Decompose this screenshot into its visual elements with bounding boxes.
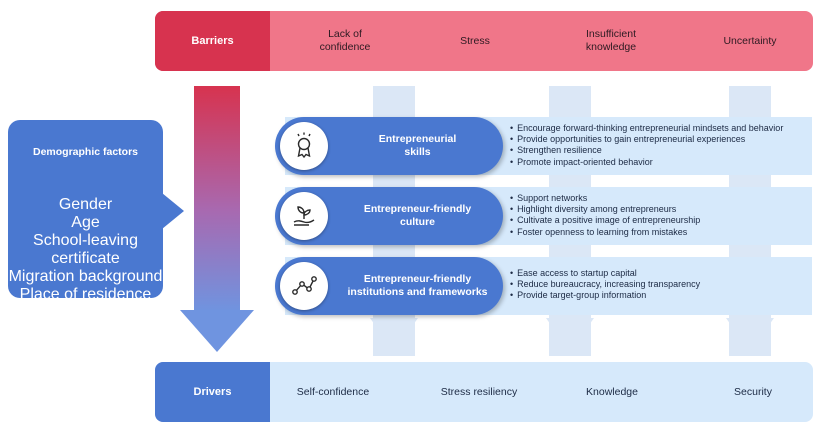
bullet-item: Strengthen resilience xyxy=(510,145,812,156)
demographic-item: Migration background xyxy=(8,268,163,285)
demographics-panel xyxy=(8,120,163,298)
bullet-item: Reduce bureaucracy, increasing transpare… xyxy=(510,279,812,290)
sprout-hand-icon xyxy=(280,192,328,240)
demographic-item: Age xyxy=(71,214,100,231)
barrier-item: Lack of confidence xyxy=(319,28,371,53)
bullet-item: Foster openness to learning from mistake… xyxy=(510,227,812,238)
bullet-item: Highlight diversity among entrepreneurs xyxy=(510,204,812,215)
network-icon xyxy=(280,262,328,310)
demographics-title: Demographic factors xyxy=(32,146,139,158)
row-title: Entrepreneur-friendly culture xyxy=(363,203,472,228)
bullet-item: Support networks xyxy=(510,193,812,204)
bullet-item: Provide target-group information xyxy=(510,290,812,301)
action-pill: Entrepreneurial skills xyxy=(275,117,503,175)
row-title: Entrepreneur-friendly institutions and f… xyxy=(347,273,488,298)
action-pill: Entrepreneur-friendly institutions and f… xyxy=(275,257,503,315)
drivers-label: Drivers xyxy=(155,362,270,422)
demographics-list: Gender Age School-leaving certificate Mi… xyxy=(8,196,163,304)
row-title: Entrepreneurial skills xyxy=(378,133,457,158)
bullet-item: Promote impact-oriented behavior xyxy=(510,157,812,168)
barrier-item: Insufficient knowledge xyxy=(585,28,637,53)
barrier-item: Uncertainty xyxy=(723,34,777,47)
barrier-to-driver-arrow xyxy=(180,86,254,352)
bullet-item: Cultivate a positive image of entreprene… xyxy=(510,215,812,226)
bullet-item: Encourage forward-thinking entrepreneuri… xyxy=(510,123,812,134)
row-bullets: Support networks Highlight diversity amo… xyxy=(510,193,812,238)
driver-item: Stress resiliency xyxy=(440,386,518,398)
driver-item: Self-confidence xyxy=(296,386,370,398)
bullet-item: Provide opportunities to gain entreprene… xyxy=(510,134,812,145)
barrier-item: Stress xyxy=(460,34,490,47)
row-bullets: Encourage forward-thinking entrepreneuri… xyxy=(510,123,812,168)
demographic-item: School-leaving certificate xyxy=(33,232,138,267)
demographic-item: Place of residence xyxy=(19,286,152,303)
demographics-pointer-icon xyxy=(162,193,184,229)
barriers-label: Barriers xyxy=(155,11,270,71)
driver-item: Security xyxy=(734,386,772,398)
driver-item: Knowledge xyxy=(586,386,638,398)
demographic-item: Gender xyxy=(58,196,113,213)
action-pill: Entrepreneur-friendly culture xyxy=(275,187,503,245)
row-bullets: Ease access to startup capital Reduce bu… xyxy=(510,268,812,302)
bullet-item: Ease access to startup capital xyxy=(510,268,812,279)
medal-icon xyxy=(280,122,328,170)
